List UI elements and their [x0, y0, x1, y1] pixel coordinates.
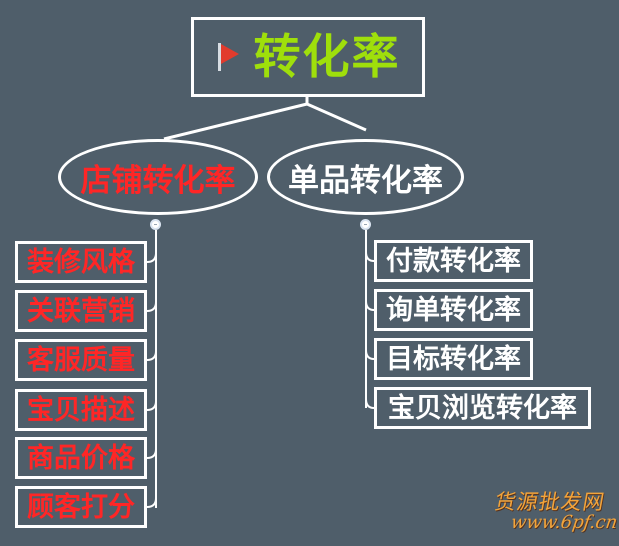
item-conversion-type-node: 付款转化率: [374, 240, 533, 282]
right-leaf-connector-4: [365, 398, 375, 409]
item-conversion-node: 单品转化率: [267, 139, 464, 215]
right-leaf-connector-2: [365, 300, 375, 311]
left-leaf-connector-5: [146, 448, 157, 459]
root-node: 转化率: [191, 17, 425, 97]
left-leaf-connector-4: [146, 400, 157, 411]
flag-shape: [220, 44, 239, 64]
root-title: 转化率: [253, 29, 401, 85]
right-leaf-connector-1: [365, 251, 375, 262]
store-factor-node: 关联营销: [15, 290, 147, 332]
right-leaf-connector-3: [365, 349, 375, 360]
watermark-url-text: www.6pf.cn: [509, 512, 619, 533]
left-leaf-connector-2: [146, 301, 157, 312]
left-leaf-connector-1: [146, 252, 157, 263]
item-conversion-type-node: 宝贝浏览转化率: [374, 387, 591, 429]
site-watermark: 货源批发网 www.6pf.cn: [493, 484, 619, 538]
left-collapse-icon[interactable]: [150, 219, 161, 230]
left-leaf-connector-6: [146, 497, 157, 508]
store-factor-node: 顾客打分: [15, 486, 147, 528]
store-factor-node: 宝贝描述: [15, 389, 147, 431]
left-leaf-connector-3: [146, 350, 157, 361]
flag-icon: [216, 40, 242, 74]
store-factor-node: 客服质量: [15, 339, 147, 381]
store-conversion-node: 店铺转化率: [58, 139, 258, 215]
flag-pole: [217, 43, 221, 71]
right-collapse-icon[interactable]: [360, 219, 371, 230]
store-factor-node: 商品价格: [15, 437, 147, 479]
item-conversion-type-node: 询单转化率: [374, 289, 533, 331]
item-conversion-type-node: 目标转化率: [374, 338, 533, 380]
root-to-left-branch-line: [163, 102, 308, 141]
store-factor-node: 装修风格: [15, 241, 147, 283]
root-to-right-branch-line: [306, 102, 367, 132]
